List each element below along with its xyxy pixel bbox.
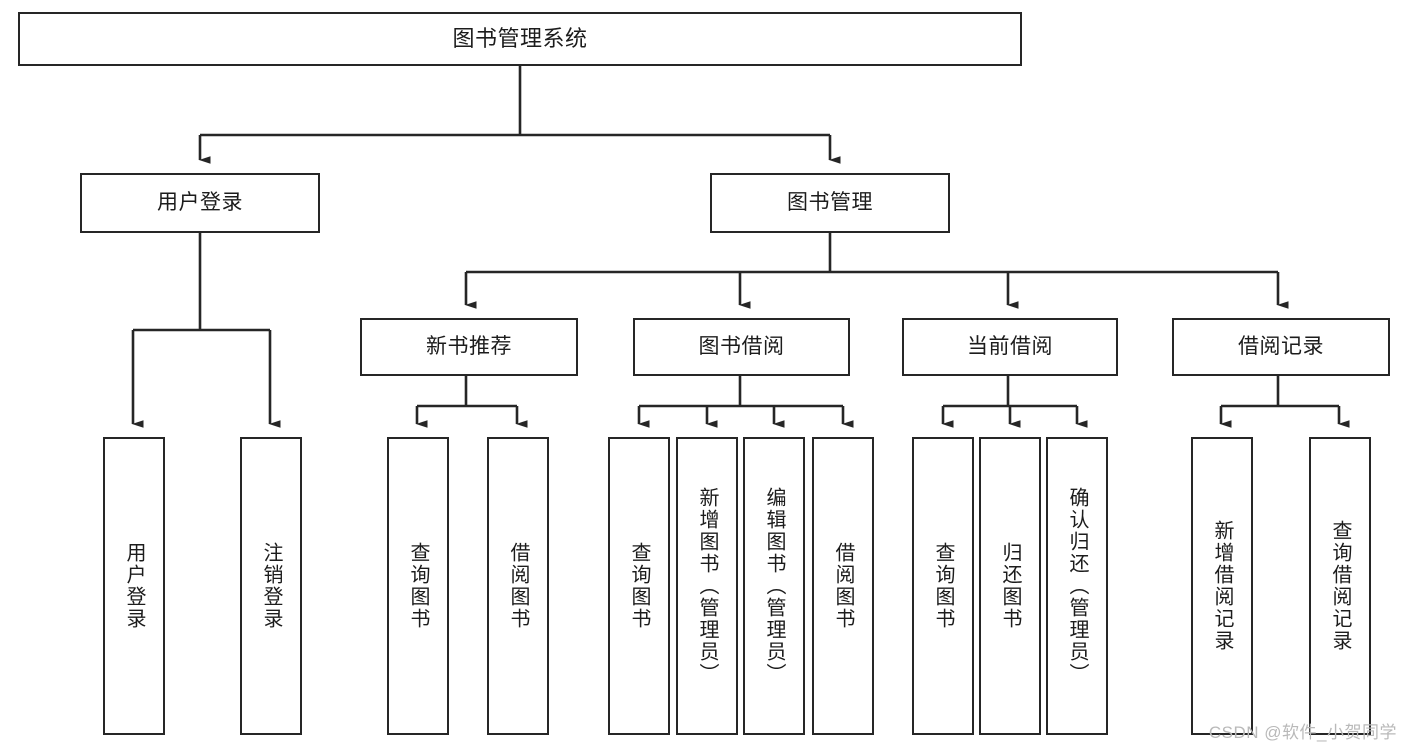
- node-new-book-recommendation[interactable]: 新书推荐: [360, 318, 578, 376]
- node-label: 图书管理: [787, 191, 873, 215]
- leaf-user-login[interactable]: 用户登录: [103, 437, 165, 735]
- leaf-query-borrowing-record[interactable]: 查询借阅记录: [1309, 437, 1371, 735]
- leaf-confirm-return-admin[interactable]: 确认归还（管理员）: [1046, 437, 1108, 735]
- leaf-query-books-current[interactable]: 查询图书: [912, 437, 974, 735]
- node-label: 归还图书: [999, 542, 1021, 630]
- node-label: 借阅图书: [832, 542, 854, 630]
- leaf-add-book-admin[interactable]: 新增图书（管理员）: [676, 437, 738, 735]
- csdn-watermark: CSDN @软件_小贺同学: [1208, 723, 1397, 742]
- node-label: 查询图书: [932, 542, 954, 630]
- leaf-borrow-books-borrowing[interactable]: 借阅图书: [812, 437, 874, 735]
- node-borrowing-records[interactable]: 借阅记录: [1172, 318, 1390, 376]
- node-label: 查询图书: [407, 542, 429, 630]
- node-root-book-management-system[interactable]: 图书管理系统: [18, 12, 1022, 66]
- node-current-borrowing[interactable]: 当前借阅: [902, 318, 1118, 376]
- leaf-add-borrowing-record[interactable]: 新增借阅记录: [1191, 437, 1253, 735]
- node-label: 用户登录: [157, 191, 243, 215]
- leaf-query-books-recommendation[interactable]: 查询图书: [387, 437, 449, 735]
- node-label: 查询借阅记录: [1329, 520, 1351, 652]
- leaf-query-books-borrowing[interactable]: 查询图书: [608, 437, 670, 735]
- leaf-borrow-books-recommendation[interactable]: 借阅图书: [487, 437, 549, 735]
- node-label: 注销登录: [260, 542, 282, 630]
- node-label: 确认归还（管理员）: [1066, 487, 1088, 685]
- node-label: 新增图书（管理员）: [696, 487, 718, 685]
- leaf-edit-book-admin[interactable]: 编辑图书（管理员）: [743, 437, 805, 735]
- node-label: 查询图书: [628, 542, 650, 630]
- node-label: 新书推荐: [426, 335, 512, 359]
- node-label: 当前借阅: [967, 335, 1053, 359]
- node-book-management[interactable]: 图书管理: [710, 173, 950, 233]
- node-label: 新增借阅记录: [1211, 520, 1233, 652]
- node-label: 编辑图书（管理员）: [763, 487, 785, 685]
- node-user-login[interactable]: 用户登录: [80, 173, 320, 233]
- leaf-logout[interactable]: 注销登录: [240, 437, 302, 735]
- node-label: 用户登录: [123, 542, 145, 630]
- node-label: 图书管理系统: [452, 25, 588, 51]
- node-book-borrowing[interactable]: 图书借阅: [633, 318, 850, 376]
- node-label: 图书借阅: [698, 335, 785, 359]
- leaf-return-books[interactable]: 归还图书: [979, 437, 1041, 735]
- node-label: 借阅图书: [507, 542, 529, 630]
- node-label: 借阅记录: [1238, 335, 1324, 359]
